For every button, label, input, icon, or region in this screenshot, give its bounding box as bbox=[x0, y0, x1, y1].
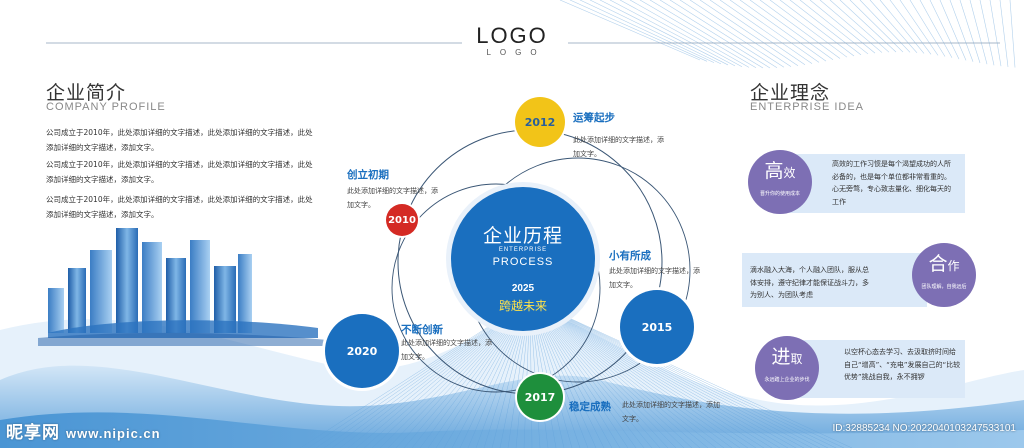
event-desc-2015: 此处添加详细的文字描述，添加文字。 bbox=[609, 267, 700, 289]
year-circle-2020: 2020 bbox=[325, 314, 399, 388]
idea-box-cooperation bbox=[742, 253, 927, 307]
watermark-brand: 昵享网 www.nipic.cn bbox=[6, 418, 161, 443]
year-circle-2017: 2017 bbox=[517, 374, 563, 420]
idea-char-small-cooperation: 作 bbox=[947, 259, 960, 273]
idea-circle-cooperation: 合作 团队理解，自我远后 bbox=[912, 243, 976, 307]
idea-circle-efficiency: 高效 晋升你的使用成本 bbox=[748, 150, 812, 214]
idea-char-big-enterprising: 进 bbox=[771, 346, 791, 368]
idea-text-enterprising: 以空杯心态去学习、去汲取挤时间给自己“增高”、“充电”发展自己的“比较优势”挑战… bbox=[844, 348, 961, 381]
city-skyline-illustration bbox=[38, 228, 328, 346]
company-profile-subtitle: COMPANY PROFILE bbox=[46, 101, 166, 113]
logo: LOGO LOGO bbox=[462, 24, 562, 58]
profile-paragraph-2: 公司成立于2010年，此处添加详细的文字描述，此处添加详细的文字描述，此处添加详… bbox=[46, 160, 313, 184]
logo-main-text: LOGO bbox=[476, 23, 548, 48]
event-desc-2020: 此处添加详细的文字描述，添加文字。 bbox=[401, 339, 492, 361]
event-title-2010: 创立初期 bbox=[347, 169, 389, 181]
event-desc-2017: 此处添加详细的文字描述，添加文字。 bbox=[622, 401, 720, 423]
idea-text-cooperation: 滴水融入大海，个人融入团队，服从总体安排，遵守纪律才能保证战斗力，多为别人、为团… bbox=[750, 266, 869, 299]
idea-caption-enterprising: 永远踏上企业的步伐 bbox=[764, 377, 810, 383]
idea-circle-enterprising: 进取 永远踏上企业的步伐 bbox=[755, 336, 819, 400]
enterprise-idea-subtitle: ENTERPRISE IDEA bbox=[750, 101, 865, 113]
event-desc-2010: 此处添加详细的文字描述，添加文字。 bbox=[347, 187, 438, 209]
idea-char-big-cooperation: 合 bbox=[928, 253, 948, 275]
idea-char-small-efficiency: 效 bbox=[783, 166, 796, 180]
event-title-2017: 稳定成熟 bbox=[569, 401, 611, 413]
history-center-slogan: 跨越未来 bbox=[498, 299, 547, 313]
watermark-brand-name: 昵享网 bbox=[6, 423, 60, 443]
year-circle-2012: 2012 bbox=[515, 97, 565, 147]
year-circle-2010: 2010 bbox=[386, 204, 418, 236]
idea-char-small-enterprising: 取 bbox=[790, 352, 803, 366]
idea-caption-cooperation: 团队理解，自我远后 bbox=[921, 284, 967, 290]
idea-caption-efficiency: 晋升你的使用成本 bbox=[759, 191, 800, 197]
year-label-2015: 2015 bbox=[641, 320, 673, 334]
event-title-2015: 小有所成 bbox=[609, 250, 651, 262]
year-circle-2015: 2015 bbox=[620, 290, 694, 364]
year-label-2020: 2020 bbox=[346, 344, 378, 358]
year-label-2012: 2012 bbox=[524, 115, 556, 129]
history-center-year: 2025 bbox=[511, 283, 535, 294]
event-desc-2012: 此处添加详细的文字描述，添加文字。 bbox=[573, 136, 664, 158]
profile-paragraph-3: 公司成立于2010年，此处添加详细的文字描述，此处添加详细的文字描述，此处添加详… bbox=[46, 195, 313, 219]
event-title-2020: 不断创新 bbox=[401, 324, 443, 336]
logo-sub-text: LOGO bbox=[486, 48, 546, 57]
profile-paragraph-1: 公司成立于2010年，此处添加详细的文字描述，此处添加详细的文字描述，此处添加详… bbox=[46, 128, 313, 152]
watermark-url: www.nipic.cn bbox=[66, 426, 161, 441]
idea-text-efficiency: 高效的工作习惯是每个渴望成功的人所必备的，也是每个单位都非常看重的。心无旁骛，专… bbox=[832, 160, 951, 206]
year-label-2017: 2017 bbox=[524, 390, 556, 404]
history-center-subtitle-small: ENTERPRISE bbox=[498, 247, 548, 253]
enterprise-idea-title: 企业理念 bbox=[750, 82, 831, 104]
history-center-circle: 企业历程 ENTERPRISE PROCESS 2025 跨越未来 bbox=[451, 187, 595, 331]
idea-char-big-efficiency: 高 bbox=[764, 160, 784, 182]
watermark-id: ID:32885234 NO:20220401032475331​01 bbox=[832, 423, 1017, 434]
year-label-2010: 2010 bbox=[388, 214, 416, 226]
event-title-2012: 运筹起步 bbox=[573, 112, 615, 124]
company-profile-title: 企业简介 bbox=[46, 82, 127, 104]
history-center-title: 企业历程 bbox=[482, 225, 563, 247]
history-center-subtitle-large: PROCESS bbox=[492, 256, 554, 268]
